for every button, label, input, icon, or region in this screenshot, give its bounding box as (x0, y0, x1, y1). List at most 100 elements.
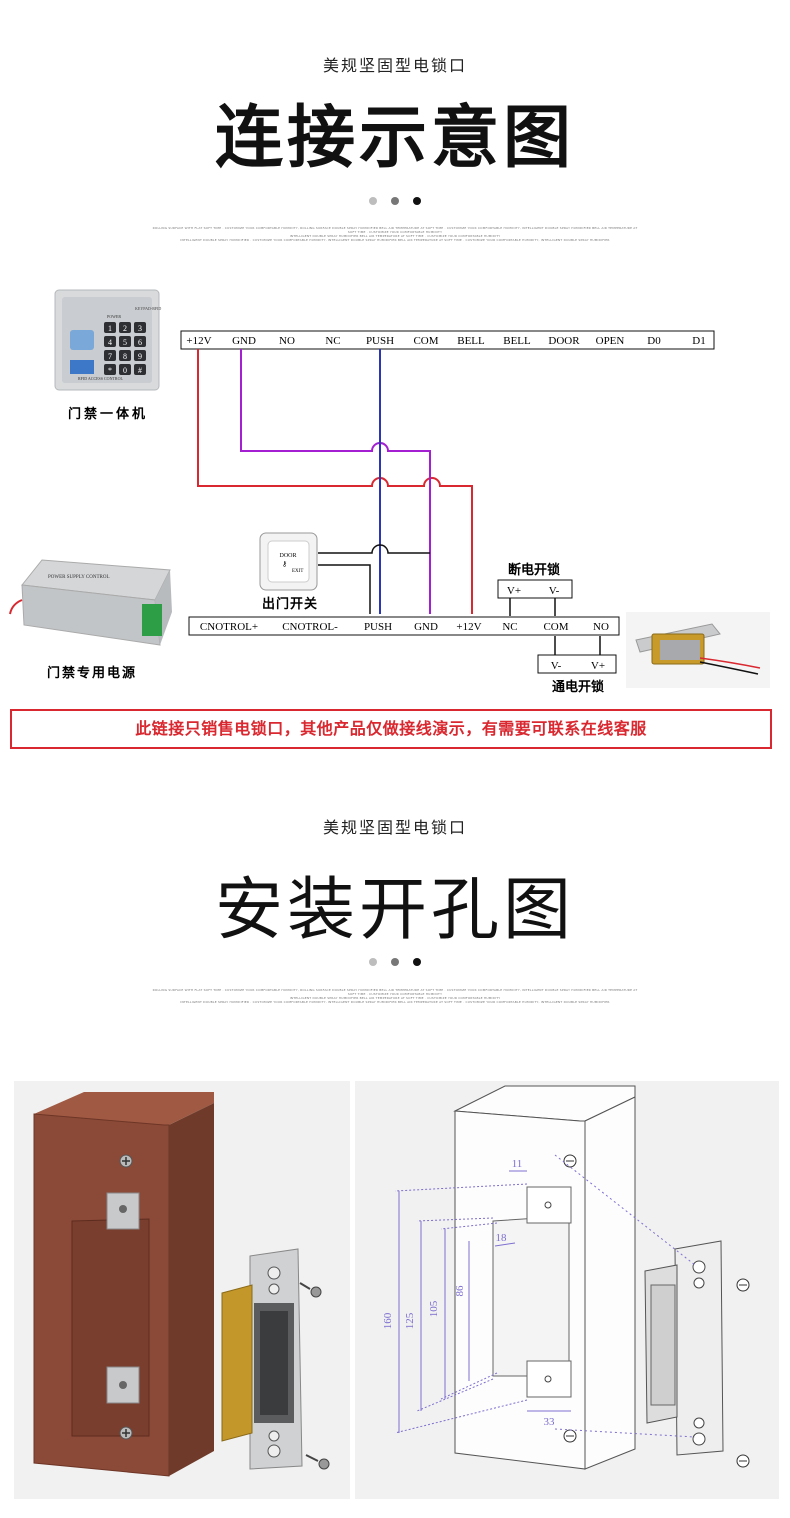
keypad-key (134, 350, 146, 361)
dim-18: 18 (496, 1232, 508, 1244)
wiring-diagram: KEYPAD-RFID POWER 1 2 3 4 5 6 7 8 9 * 0 # RFID ACCE… (9, 289, 770, 694)
fail-secure-term-2: V- (549, 585, 560, 597)
keypad-model: KEYPAD-RFID (135, 306, 161, 311)
fail-secure-label: 断电开锁 (508, 562, 560, 577)
bottom-terminal-nc: NC (502, 621, 517, 633)
keypad-key-label: 8 (123, 352, 127, 361)
keypad-key (134, 336, 146, 347)
notice-text: 此链接只销售电锁口，其他产品仅做接线演示，有需要可联系在线客服 (135, 719, 647, 738)
top-terminal-no: NO (279, 335, 295, 347)
keypad-key (134, 364, 146, 375)
frame-illustration (14, 1081, 350, 1499)
dot-3 (413, 958, 421, 966)
top-terminal-open: OPEN (596, 335, 625, 347)
strike-photo (626, 612, 770, 688)
keypad-key (134, 322, 146, 333)
dot-1 (369, 197, 377, 205)
section1-title: 连接示意图 (214, 99, 575, 178)
fail-safe-term-1: V- (551, 660, 562, 672)
bottom-terminal-push: PUSH (364, 621, 392, 633)
top-terminal-d1: D1 (692, 335, 705, 347)
fine-line-2: INTELLIGENT DOUBLE SPRAY HUMIDIFIER BELL… (289, 996, 501, 1000)
carousel-dots-2 (0, 951, 790, 970)
keypad-key-label: 5 (123, 338, 127, 347)
bottom-terminal-cnotrol: CNOTROL- (282, 621, 338, 633)
keypad-key (104, 322, 116, 333)
bottom-terminal-no: NO (593, 621, 609, 633)
svg-text:POWER: POWER (107, 314, 121, 319)
keypad-key-label: 1 (108, 324, 112, 333)
wire-exit-gnd (318, 544, 430, 554)
keypad-key-label: 4 (108, 338, 112, 347)
fail-secure-box (497, 579, 573, 599)
bottom-terminal-strip (188, 616, 620, 636)
keypad-key (119, 364, 131, 375)
exit-button-label: 出门开关 (262, 596, 318, 611)
keypad-key-label: 3 (138, 324, 142, 333)
dim-105: 105 (428, 1300, 440, 1317)
keypad-key-label: # (138, 366, 142, 375)
top-terminal-com: COM (413, 335, 438, 347)
top-terminal-strip (180, 330, 715, 350)
keypad-key-label: 6 (138, 338, 142, 347)
fine-line-2: INTELLIGENT DOUBLE SPRAY HUMIDIFIER BELL… (289, 234, 501, 238)
wire-exit-push (318, 564, 371, 614)
fine-line-3: INTELLIGENT DOUBLE SPRAY HUMIDIFIER · CU… (180, 1000, 610, 1004)
power-supply-device: POWER SUPPLY CONTROL (9, 559, 172, 646)
section2-title: 安装开孔图 (214, 871, 575, 950)
top-terminal-push: PUSH (366, 335, 394, 347)
dim-125: 125 (404, 1312, 416, 1329)
exit-button-text-2: EXIT (292, 569, 303, 574)
keypad-label: 门禁一体机 (68, 406, 148, 421)
keypad-key-label: 0 (123, 366, 127, 375)
power-label: 门禁专用电源 (47, 665, 137, 680)
exit-button-text-1: DOOR (279, 553, 296, 559)
section1-subtitle: 美规坚固型电锁口 (322, 56, 467, 75)
fine-print: ROLLING SURFACE WITH FLAT SOFT TIME · CU… (150, 226, 640, 242)
fine-print-2: ROLLING SURFACE WITH FLAT SOFT TIME · CU… (150, 988, 640, 1004)
dot-2 (391, 958, 399, 966)
dot-2 (391, 197, 399, 205)
fine-line-3: INTELLIGENT DOUBLE SPRAY HUMIDIFIER · CU… (180, 238, 610, 242)
keypad-key (104, 364, 116, 375)
bottom-terminal-com: COM (543, 621, 568, 633)
keypad-key-label: * (108, 366, 112, 375)
section2-subtitle: 美规坚固型电锁口 (322, 818, 467, 837)
keypad-key (104, 350, 116, 361)
keypad-key-label: 9 (138, 352, 142, 361)
fine-line-1: ROLLING SURFACE WITH FLAT SOFT TIME · CU… (152, 988, 638, 996)
bottom-terminal-cnotrol: CNOTROL+ (200, 621, 258, 633)
carousel-dots (0, 190, 790, 209)
dim-86: 86 (454, 1285, 466, 1297)
top-terminal-door: DOOR (548, 335, 580, 347)
keypad-footer: RFID ACCESS CONTROL (78, 376, 123, 381)
keypad-key (104, 336, 116, 347)
keypad-key-label: 2 (123, 324, 127, 333)
bottom-terminal-12v: +12V (456, 621, 481, 633)
bottom-terminal-gnd: GND (414, 621, 438, 633)
fail-safe-box (537, 654, 617, 674)
cutout-dimension-drawing: 160 125 105 86 11 18 33 (355, 1081, 779, 1499)
svg-text:⚷: ⚷ (282, 560, 287, 568)
keypad-key (119, 350, 131, 361)
fail-safe-label: 通电开锁 (552, 679, 604, 694)
top-terminal-bell: BELL (503, 335, 531, 347)
notice-banner: 此链接只销售电锁口，其他产品仅做接线演示，有需要可联系在线客服 (10, 709, 772, 749)
dot-3 (413, 197, 421, 205)
wire-12v (197, 349, 473, 614)
power-plate-text: POWER SUPPLY CONTROL (48, 575, 110, 580)
top-terminal-nc: NC (325, 335, 340, 347)
top-terminal-12v: +12V (186, 335, 211, 347)
dim-33: 33 (544, 1416, 556, 1428)
fail-safe-term-2: V+ (591, 660, 605, 672)
top-terminal-bell: BELL (457, 335, 485, 347)
fail-secure-term-1: V+ (507, 585, 521, 597)
fine-line-1: ROLLING SURFACE WITH FLAT SOFT TIME · CU… (152, 226, 638, 234)
keypad-device: KEYPAD-RFID POWER 1 2 3 4 5 6 7 8 9 * 0 # RFID ACCE… (54, 289, 161, 391)
exit-button-device: DOOR ⚷ EXIT (259, 532, 318, 591)
dot-1 (369, 958, 377, 966)
top-terminal-d0: D0 (647, 335, 661, 347)
keypad-key-label: 7 (108, 352, 112, 361)
top-terminal-gnd: GND (232, 335, 256, 347)
dim-160: 160 (382, 1312, 394, 1329)
